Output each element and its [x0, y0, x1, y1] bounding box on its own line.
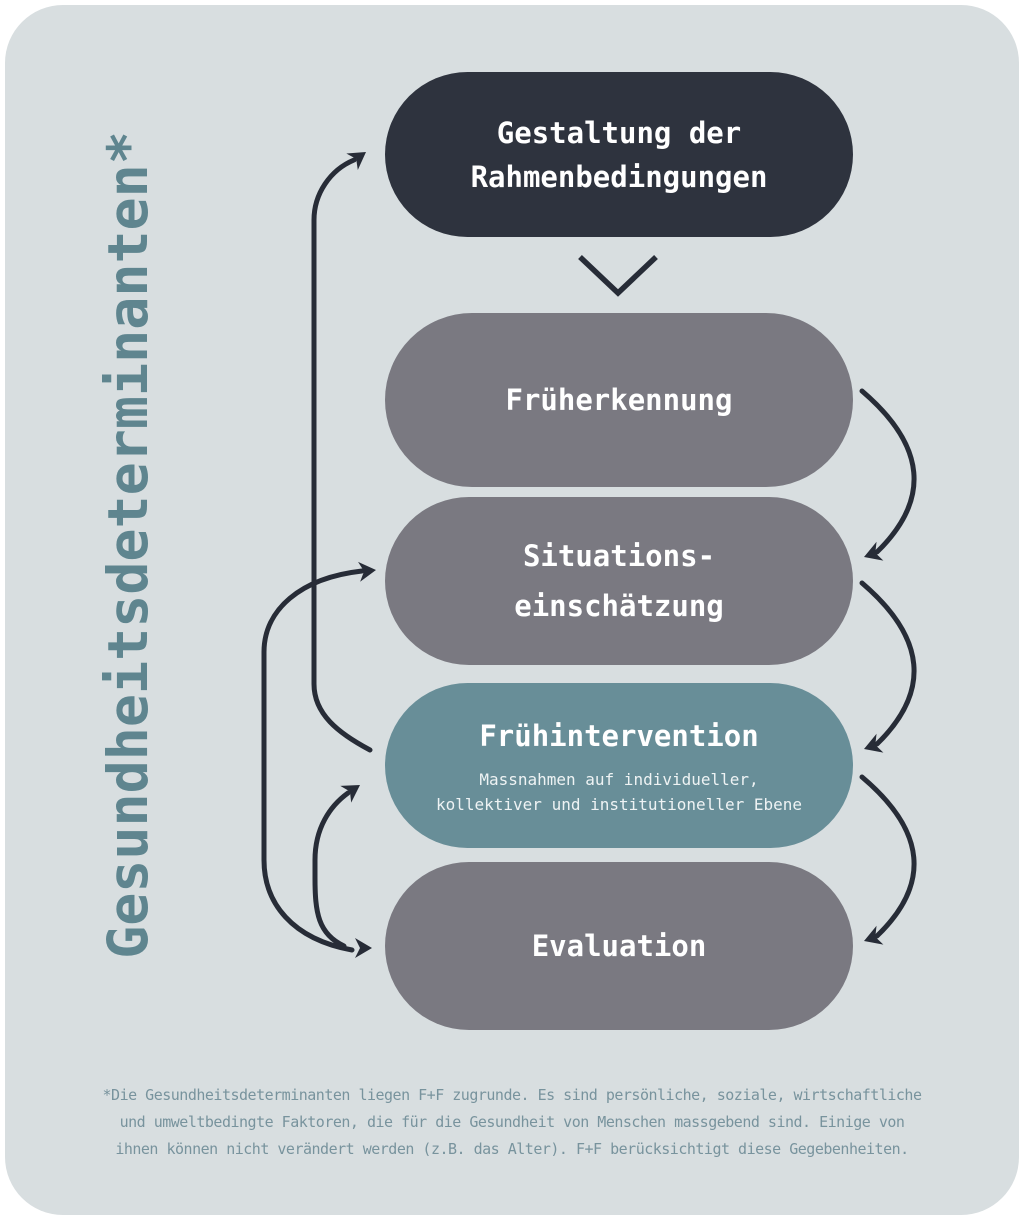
- arrow-fruehintervention-to-rahmenbedingungen: [311, 152, 373, 753]
- node-label: Situations-: [522, 539, 716, 573]
- arrow-evaluation-to-fruehintervention: [312, 785, 372, 958]
- node-label: Rahmenbedingungen: [470, 159, 768, 194]
- footnote-line: ihnen können nicht verändert werden (z.B…: [115, 1140, 909, 1158]
- chevron-down-icon: [578, 255, 658, 297]
- node-label: Früherkennung: [505, 383, 733, 417]
- node-situationseinschaetzung: Situations- einschätzung: [385, 497, 853, 665]
- node-evaluation: Evaluation: [385, 862, 853, 1030]
- node-label: Frühintervention: [479, 719, 759, 753]
- side-label-gesundheitsdeterminanten: Gesundheitsdeterminanten*: [96, 131, 160, 959]
- node-frueherkennung: Früherkennung: [385, 313, 853, 487]
- node-rahmenbedingungen: Gestaltung der Rahmenbedingungen: [385, 72, 853, 237]
- node-sublabel: kollektiver und institutioneller Ebene: [435, 795, 803, 814]
- arrow-evaluation-to-situationseinschaetzung: [261, 561, 376, 953]
- arrow-fruehintervention-to-evaluation: [859, 774, 917, 945]
- arrow-situationseinschaetzung-to-fruehintervention: [859, 580, 917, 753]
- node-fruehintervention: Frühintervention Massnahmen auf individu…: [385, 683, 853, 848]
- footnote-line: und umweltbedingte Faktoren, die für die…: [119, 1113, 905, 1131]
- node-label: einschätzung: [514, 589, 724, 623]
- node-sublabel: Massnahmen auf individueller,: [479, 770, 759, 789]
- footnote-line: *Die Gesundheitsdeterminanten liegen F+F…: [102, 1086, 922, 1104]
- node-label: Evaluation: [531, 929, 707, 963]
- arrow-frueherkennung-to-situationseinschaetzung: [859, 388, 917, 561]
- node-label: Gestaltung der: [496, 115, 742, 150]
- footnote: *Die Gesundheitsdeterminanten liegen F+F…: [0, 1082, 1024, 1163]
